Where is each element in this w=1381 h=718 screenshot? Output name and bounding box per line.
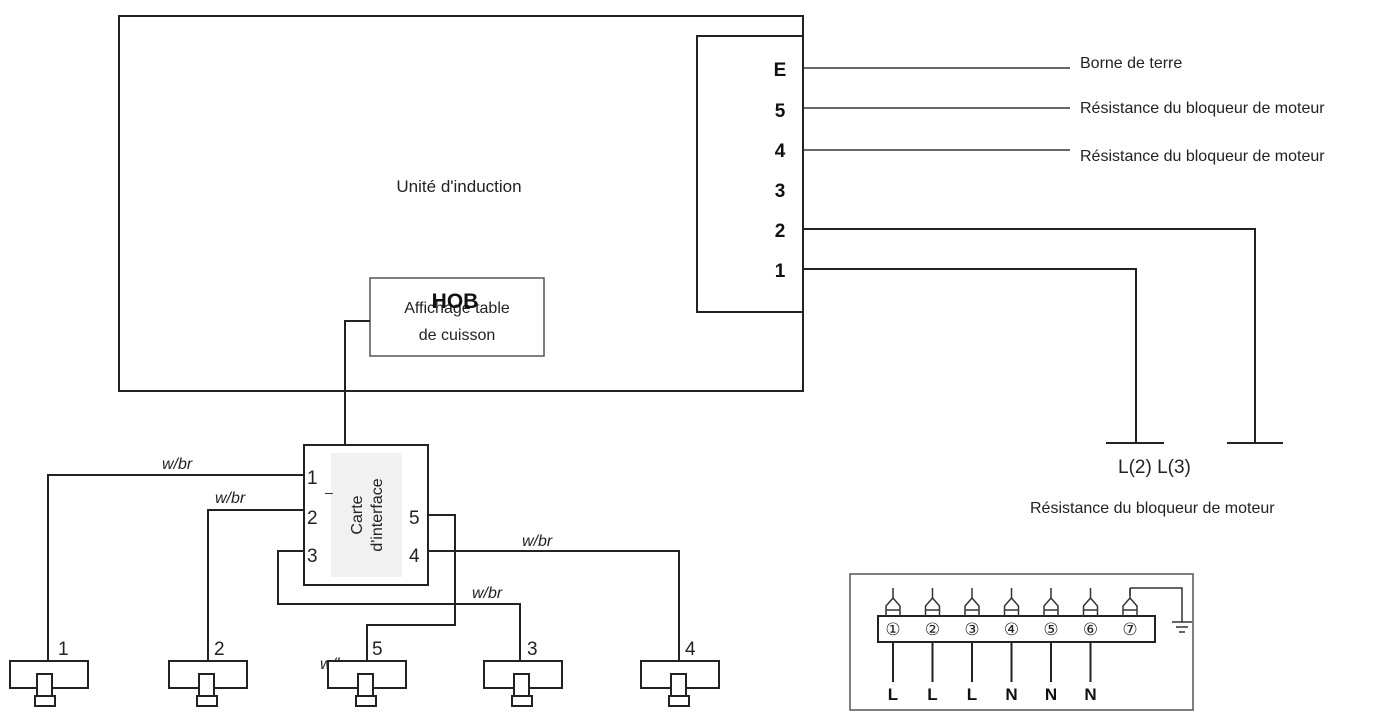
hob-to-card-wire: [344, 320, 370, 445]
wire-label-2: w/br: [215, 490, 246, 507]
terminal-pin-2: 2: [775, 221, 786, 242]
connector-screw-3: [964, 597, 980, 616]
pin2-supply-wire: [803, 228, 1256, 443]
connector-terminal-7: ⑦: [1122, 620, 1137, 639]
interface-card-line2: d'interface: [369, 478, 386, 551]
connector-terminal-3: ③: [964, 620, 979, 639]
card-pin-4: 4: [409, 546, 420, 567]
pin1-supply-wire: [803, 268, 1137, 443]
card-pin-5: 5: [409, 508, 420, 529]
wire-coil-5: [366, 514, 456, 661]
connector-phase-3: L: [967, 685, 977, 704]
card-pin-3: 3: [307, 546, 318, 567]
wire-coil-4: [428, 550, 680, 661]
coil-5: 5: [327, 639, 407, 707]
connector-screw-1: [885, 597, 901, 616]
induction-unit-label: Unité d'induction: [396, 177, 521, 196]
coil-4-label: 4: [685, 639, 696, 660]
connector-terminal-6: ⑥: [1083, 620, 1098, 639]
coil-5-label: 5: [372, 639, 383, 660]
terminal-pin-4: 4: [775, 141, 786, 162]
hob-display-line1: Affichage table: [404, 300, 510, 317]
coil-4: 4: [640, 639, 720, 707]
earth-lead: [1130, 587, 1183, 622]
terminal-pin-5: 5: [775, 101, 786, 122]
wire-label-4: w/br: [522, 533, 553, 550]
card-pin-1: 1: [307, 468, 318, 489]
earth-label: Borne de terre: [1080, 55, 1182, 72]
connector-terminals: ① L ② L ③ L ④ N ⑤ N ⑥ N ⑦: [885, 588, 1138, 704]
pin4-label: Résistance du bloqueur de moteur: [1080, 148, 1325, 165]
connector-terminal-4: ④: [1004, 620, 1019, 639]
wire-coil-1: [47, 474, 304, 661]
interface-card-panel: [331, 453, 402, 577]
connector-screw-5: [1043, 597, 1059, 616]
connector-phase-6: N: [1084, 685, 1096, 704]
connector-terminal-5: ⑤: [1043, 620, 1058, 639]
terminal-pin-1: 1: [775, 261, 786, 282]
connector-phase-1: L: [888, 685, 898, 704]
connector-phase-2: L: [927, 685, 937, 704]
coil-2-label: 2: [214, 639, 225, 660]
wire-label-1: w/br: [162, 456, 193, 473]
coil-1: 1: [9, 639, 89, 707]
terminal-block: [696, 35, 804, 313]
interface-card-line1: Carte: [349, 495, 366, 534]
terminal-pin-3: 3: [775, 181, 786, 202]
connector-screw-7: [1122, 597, 1138, 616]
connector-terminal-1: ①: [885, 620, 900, 639]
connector-strip: [877, 615, 1156, 643]
interface-card-dash: –: [325, 484, 333, 500]
connector-phase-4: N: [1005, 685, 1017, 704]
pin5-label: Résistance du bloqueur de moteur: [1080, 100, 1325, 117]
connector-phase-5: N: [1045, 685, 1057, 704]
card-pin-2: 2: [307, 508, 318, 529]
terminal-pin-e: E: [774, 60, 787, 81]
connector-screw-6: [1082, 597, 1099, 616]
connector-screw-4: [1003, 597, 1020, 616]
wire-coil-3: [277, 550, 521, 661]
wire-label-3: w/br: [472, 585, 503, 602]
connector-terminal-2: ②: [925, 620, 940, 639]
supply-caption: Résistance du bloqueur de moteur: [1030, 500, 1275, 517]
supply-label: L(2) L(3): [1118, 457, 1191, 478]
wire-coil-2: [207, 509, 304, 661]
coil-3-label: 3: [527, 639, 538, 660]
coil-3: 3: [483, 639, 563, 707]
hob-display-box: [369, 277, 545, 357]
hob-overlay-label: HOB: [432, 290, 479, 313]
coil-1-label: 1: [58, 639, 69, 660]
connector-screw-2: [924, 597, 941, 616]
hob-display-line2: de cuisson: [419, 327, 496, 344]
coil-2: 2: [168, 639, 248, 707]
